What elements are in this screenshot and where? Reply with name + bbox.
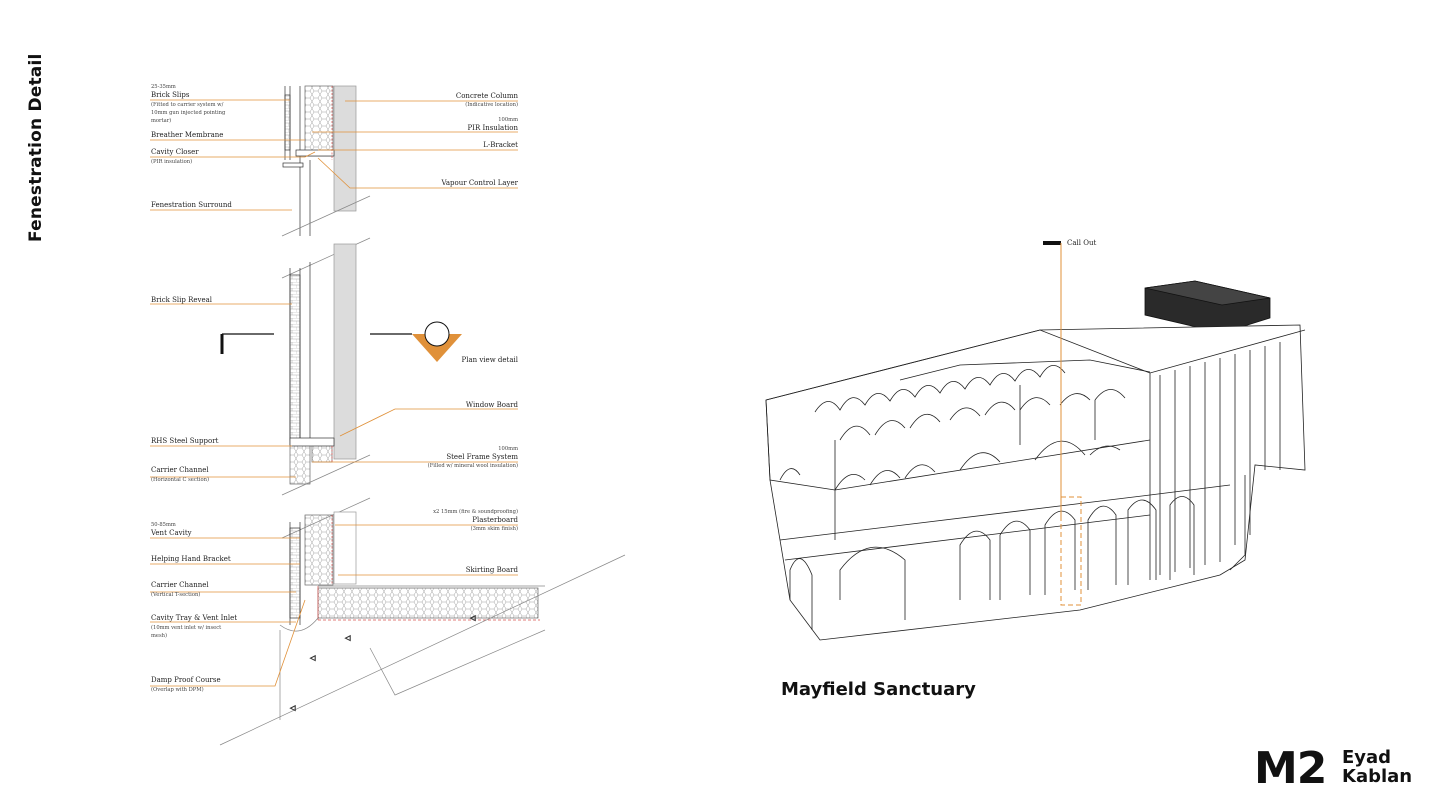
label-helping-hand-bracket: Helping Hand Bracket	[151, 555, 231, 563]
label-l-bracket: L-Bracket	[483, 141, 518, 149]
label-concrete-column: Concrete Column (Indicative location)	[455, 92, 518, 108]
label-breather-membrane: Breather Membrane	[151, 131, 224, 139]
label-vapour-control-layer: Vapour Control Layer	[441, 179, 518, 187]
brand-first-name: Eyad	[1342, 747, 1392, 768]
label-brick-slip-reveal: Brick Slip Reveal	[151, 296, 213, 304]
plan-view-marker	[220, 321, 462, 362]
label-plan-view-detail: Plan view detail	[461, 356, 519, 364]
svg-text:◁: ◁	[310, 654, 316, 662]
label-rhs-steel-support: RHS Steel Support	[151, 437, 219, 445]
label-window-board: Window Board	[465, 401, 518, 409]
svg-text:◁: ◁	[470, 614, 476, 622]
label-skirting-board: Skirting Board	[465, 566, 518, 574]
label-steel-frame-system: 100mm Steel Frame System (Filled w/ mine…	[427, 446, 518, 469]
section-top	[281, 85, 371, 237]
label-carrier-channel-horizontal: Carrier Channel (Horizontal C section)	[151, 466, 209, 483]
leader-lines-right	[312, 100, 518, 576]
project-title: Mayfield Sanctuary	[781, 679, 976, 700]
label-vent-cavity: 50-85mm Vent Cavity	[151, 522, 192, 537]
callout-label: Call Out	[1067, 239, 1097, 247]
label-brick-slips: 25-35mm Brick Slips (Fitted to carrier s…	[151, 84, 226, 124]
svg-text:◁: ◁	[290, 704, 296, 712]
label-pir-insulation: 100mm PIR Insulation	[467, 117, 518, 132]
svg-text:◁: ◁	[345, 634, 351, 642]
label-damp-proof-course: Damp Proof Course (Overlap with DPM)	[151, 676, 221, 693]
label-cavity-closer: Cavity Closer (PIR insulation)	[151, 148, 199, 165]
brand-block: M2 Eyad Kablan	[1254, 745, 1424, 793]
leader-lines-left	[150, 99, 316, 687]
section-bottom: ◁ ◁ ◁ ◁	[219, 497, 626, 746]
brand-last-name: Kablan	[1342, 766, 1413, 787]
label-plasterboard: x2 15mm (fire & soundproofing) Plasterbo…	[433, 509, 518, 532]
label-cavity-tray: Cavity Tray & Vent Inlet (10mm vent inle…	[151, 614, 238, 639]
callout-marker	[1043, 241, 1082, 606]
label-carrier-channel-vertical: Carrier Channel (Vertical T-section)	[151, 581, 209, 598]
section-middle	[281, 237, 371, 496]
brand-code: M2	[1254, 743, 1327, 794]
label-fenestration-surround: Fenestration Surround	[151, 201, 232, 209]
